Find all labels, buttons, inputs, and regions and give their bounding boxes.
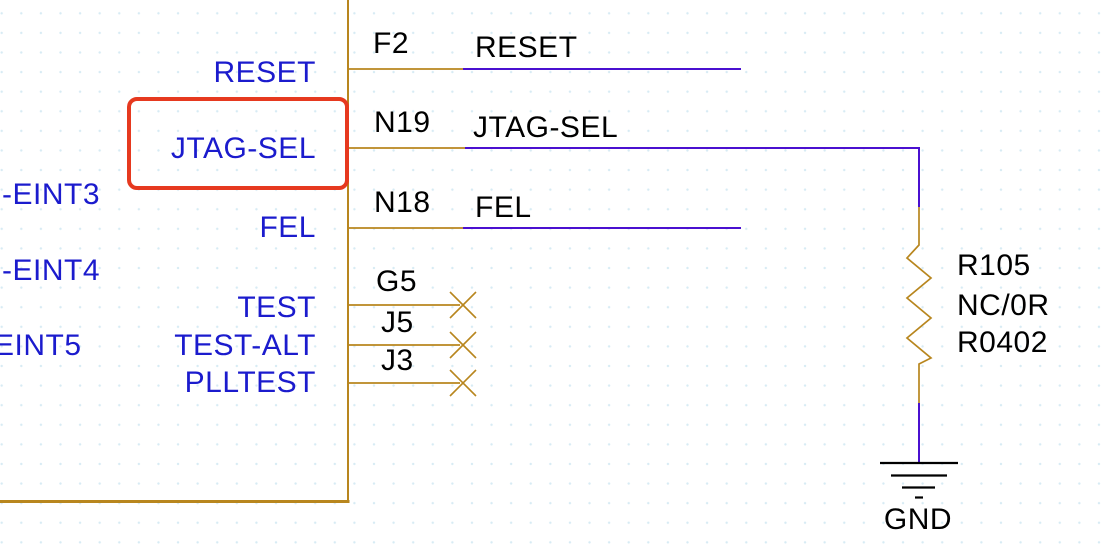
pin-name-partial-eint3[interactable]: -EINT3 — [2, 178, 101, 211]
gnd-label[interactable]: GND — [883, 503, 953, 536]
highlight-box-jtag-sel — [127, 97, 349, 190]
pin-number-j3[interactable]: J3 — [381, 344, 414, 377]
no-connect-x-icon-g5[interactable] — [449, 291, 477, 319]
pin-number-n19[interactable]: N19 — [374, 106, 431, 139]
net-label-jtag-sel[interactable]: JTAG-SEL — [473, 111, 619, 144]
pin-name-partial-eint5[interactable]: EINT5 — [0, 329, 82, 362]
net-label-reset[interactable]: RESET — [475, 31, 578, 64]
no-connect-x-icon-j5[interactable] — [449, 331, 477, 359]
pin-name-reset[interactable]: RESET — [213, 56, 316, 89]
wire-jtag-sel[interactable] — [465, 147, 920, 207]
pin-number-f2[interactable]: F2 — [373, 27, 410, 60]
pin-name-plltest[interactable]: PLLTEST — [184, 366, 316, 399]
pin-name-fel[interactable]: FEL — [259, 211, 316, 244]
net-label-fel[interactable]: FEL — [475, 191, 532, 224]
resistor-symbol[interactable] — [905, 207, 933, 403]
no-connect-x-icon-j3[interactable] — [449, 369, 477, 397]
resistor-footprint[interactable]: R0402 — [957, 326, 1048, 359]
pin-number-g5[interactable]: G5 — [376, 265, 418, 298]
pin-name-test-alt[interactable]: TEST-ALT — [174, 329, 316, 362]
pin-number-n18[interactable]: N18 — [374, 186, 431, 219]
resistor-designator[interactable]: R105 — [957, 249, 1031, 282]
pin-number-j5[interactable]: J5 — [381, 306, 414, 339]
resistor-value[interactable]: NC/0R — [957, 289, 1050, 322]
gnd-symbol-icon[interactable] — [880, 461, 958, 499]
pin-name-test[interactable]: TEST — [237, 291, 316, 324]
pin-name-jtag-sel[interactable]: JTAG-SEL — [170, 132, 316, 165]
pin-name-partial-eint4[interactable]: -EINT4 — [2, 254, 101, 287]
